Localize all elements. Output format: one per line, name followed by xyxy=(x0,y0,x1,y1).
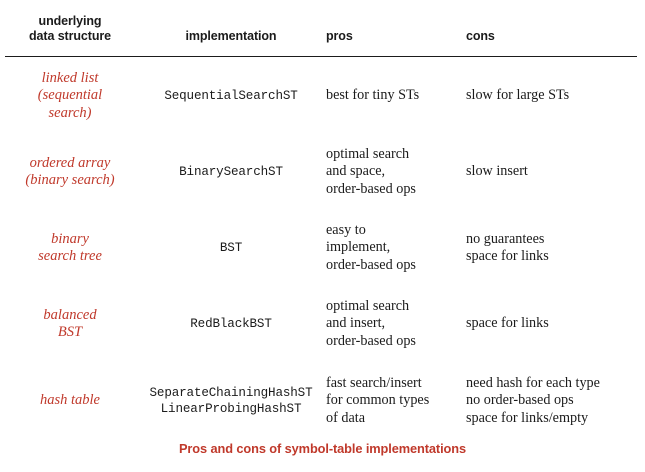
cell-implementation: SeparateChainingHashST LinearProbingHashS… xyxy=(140,362,322,440)
cell-cons-line: space for links xyxy=(466,248,549,264)
cell-pros-line: easy to xyxy=(326,221,366,238)
cell-cons-line: no order-based ops xyxy=(466,392,574,409)
table-row: ordered array(binary search) BinarySearch… xyxy=(0,134,645,210)
cell-underlying-data-structure-line: (sequential xyxy=(37,87,103,104)
header-divider-rule xyxy=(5,56,637,57)
cell-underlying-data-structure-line: balanced xyxy=(43,306,97,323)
cell-pros-line: optimal search xyxy=(326,145,410,162)
cell-implementation: RedBlackBST xyxy=(140,286,322,362)
cell-implementation: BinarySearchST xyxy=(140,134,322,210)
cell-pros-line: order-based ops xyxy=(326,332,416,349)
cell-cons-line: slow insert xyxy=(466,163,528,180)
cell-implementation-line: BinarySearchST xyxy=(179,165,283,179)
cell-implementation-line: BST xyxy=(219,241,243,255)
cell-pros-line: order-based ops xyxy=(326,256,416,273)
cell-underlying-data-structure-line: binary xyxy=(51,230,89,247)
cell-pros-line: implement, xyxy=(326,239,391,256)
cell-implementation-line: SeparateChainingHashST xyxy=(149,386,313,400)
cell-underlying-data-structure-line: search tree xyxy=(38,248,102,264)
cell-pros: best for tiny STs xyxy=(326,58,466,134)
cell-pros-line: optimal search xyxy=(326,297,410,314)
cell-cons-line: space for links/empty xyxy=(466,409,589,426)
cell-pros-line: of data xyxy=(326,409,365,426)
cell-pros-line: fast search/insert xyxy=(326,374,422,391)
cell-underlying-data-structure: ordered array(binary search) xyxy=(0,134,140,210)
cell-cons-line: no guarantees xyxy=(466,230,545,247)
cell-cons: space for links xyxy=(466,286,641,362)
cell-underlying-data-structure: hash table xyxy=(0,362,140,440)
column-header-underlying-data-structure: underlying data structure xyxy=(0,14,140,44)
cell-pros-line: order-based ops xyxy=(326,180,416,197)
column-header-cons: cons xyxy=(466,29,495,43)
cell-implementation-line: RedBlackBST xyxy=(190,317,272,331)
cell-cons: slow insert xyxy=(466,134,641,210)
cell-underlying-data-structure-line: (binary search) xyxy=(25,172,115,188)
column-header-line: underlying xyxy=(38,14,102,28)
cell-underlying-data-structure-line: search) xyxy=(48,104,92,121)
cell-implementation: SequentialSearchST xyxy=(140,58,322,134)
cell-cons-line: need hash for each type xyxy=(466,374,600,391)
cell-cons-line: slow for large STs xyxy=(466,87,570,104)
cell-cons: slow for large STs xyxy=(466,58,641,134)
cell-implementation: BST xyxy=(140,210,322,286)
cell-implementation-line: SequentialSearchST xyxy=(164,89,298,103)
cell-pros-line: and insert, xyxy=(326,315,386,332)
cell-underlying-data-structure-line: BST xyxy=(57,324,83,340)
column-header-line: data structure xyxy=(29,29,111,43)
cell-underlying-data-structure-line: linked list xyxy=(41,69,99,86)
table-row: hash table SeparateChainingHashST LinearPr… xyxy=(0,362,645,440)
cell-pros-line: and space, xyxy=(326,163,386,180)
cell-underlying-data-structure-line: hash table xyxy=(39,392,100,409)
figure-caption: Pros and cons of symbol-table implementa… xyxy=(178,441,467,456)
column-header-implementation: implementation xyxy=(185,29,277,43)
cell-pros-line: best for tiny STs xyxy=(326,87,420,104)
cell-cons-line: space for links xyxy=(466,315,549,332)
cell-pros-line: for common types xyxy=(326,392,430,409)
cell-implementation-line: LinearProbingHashST xyxy=(160,402,302,416)
table-header-row: underlying data structure implementation… xyxy=(0,14,645,50)
cell-underlying-data-structure-line: ordered array xyxy=(29,154,111,171)
column-header-pros: pros xyxy=(326,29,353,43)
